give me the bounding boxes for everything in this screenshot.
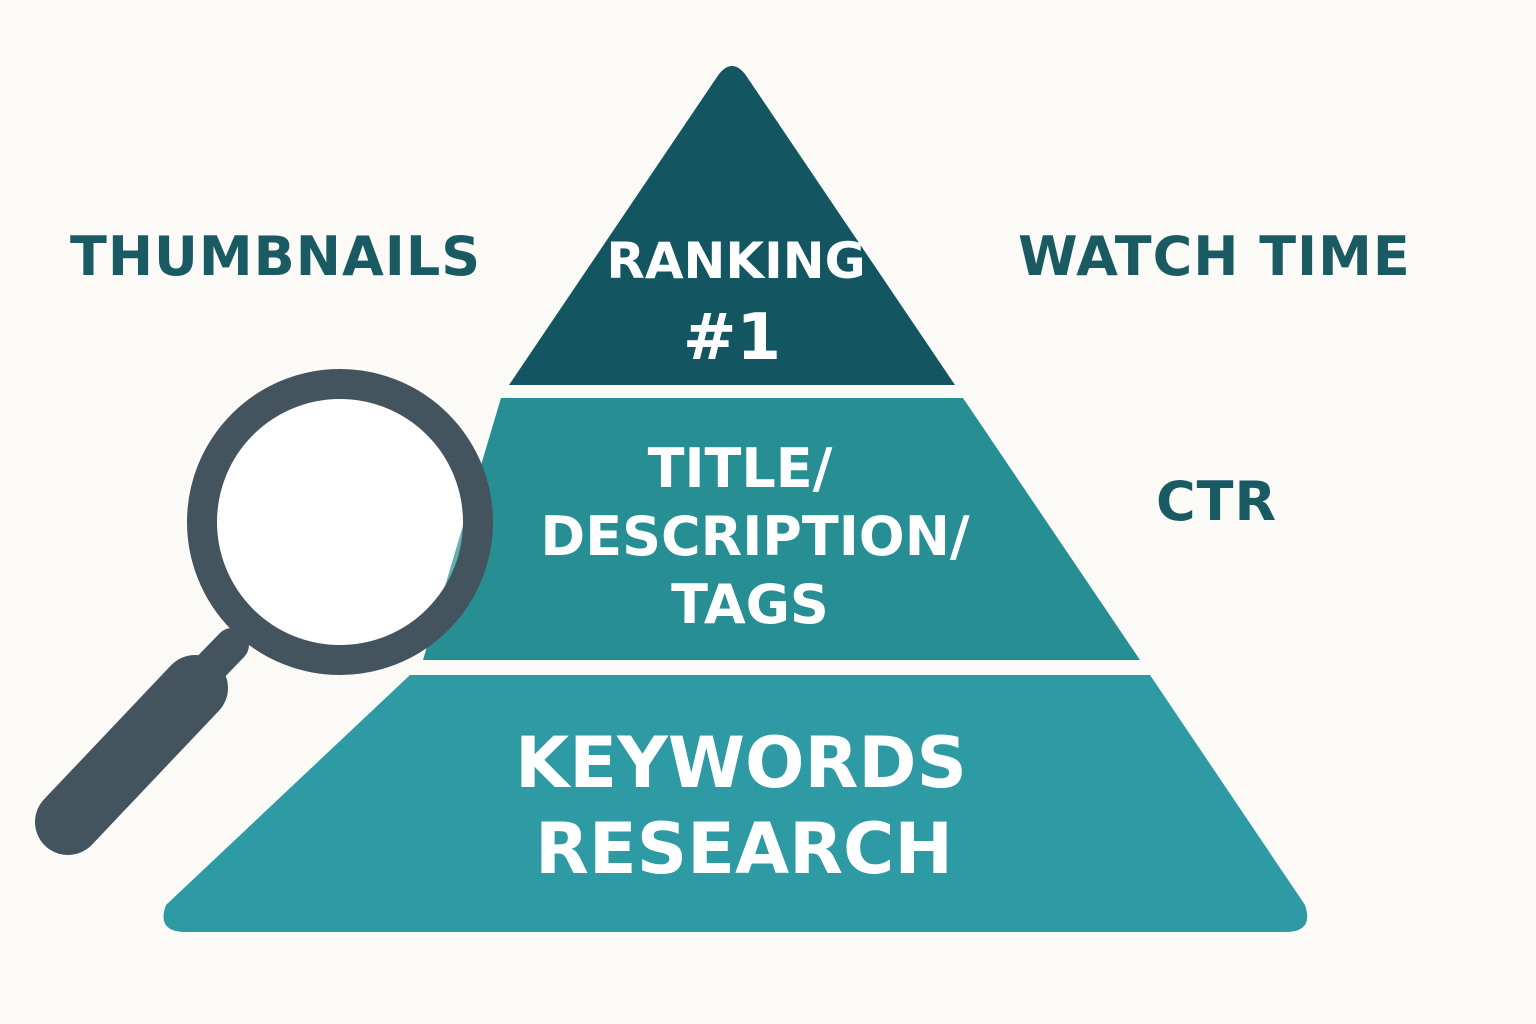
label-ctr: CTR bbox=[1156, 470, 1278, 533]
pyramid-tier-top bbox=[509, 66, 955, 385]
tier-bottom-line2: RESEARCH bbox=[535, 808, 953, 890]
magnifier-handle bbox=[35, 655, 228, 855]
label-thumbnails: THUMBNAILS bbox=[70, 225, 482, 288]
tier-bottom-line1: KEYWORDS bbox=[515, 722, 967, 804]
tier-middle-line2: DESCRIPTION/ bbox=[540, 505, 970, 568]
tier-middle-line3: TAGS bbox=[671, 573, 829, 636]
tier-middle-line1: TITLE/ bbox=[647, 437, 833, 500]
tier-top-line1: RANKING bbox=[606, 232, 866, 290]
magnifier-lens bbox=[202, 384, 478, 660]
magnifying-glass-icon bbox=[35, 369, 493, 855]
pyramid-tier-bottom bbox=[163, 675, 1308, 932]
label-watch-time: WATCH TIME bbox=[1018, 225, 1411, 288]
tier-top-line2: #1 bbox=[682, 301, 782, 375]
magnifier-rim bbox=[187, 369, 493, 675]
pyramid-tier-middle bbox=[423, 398, 1140, 660]
